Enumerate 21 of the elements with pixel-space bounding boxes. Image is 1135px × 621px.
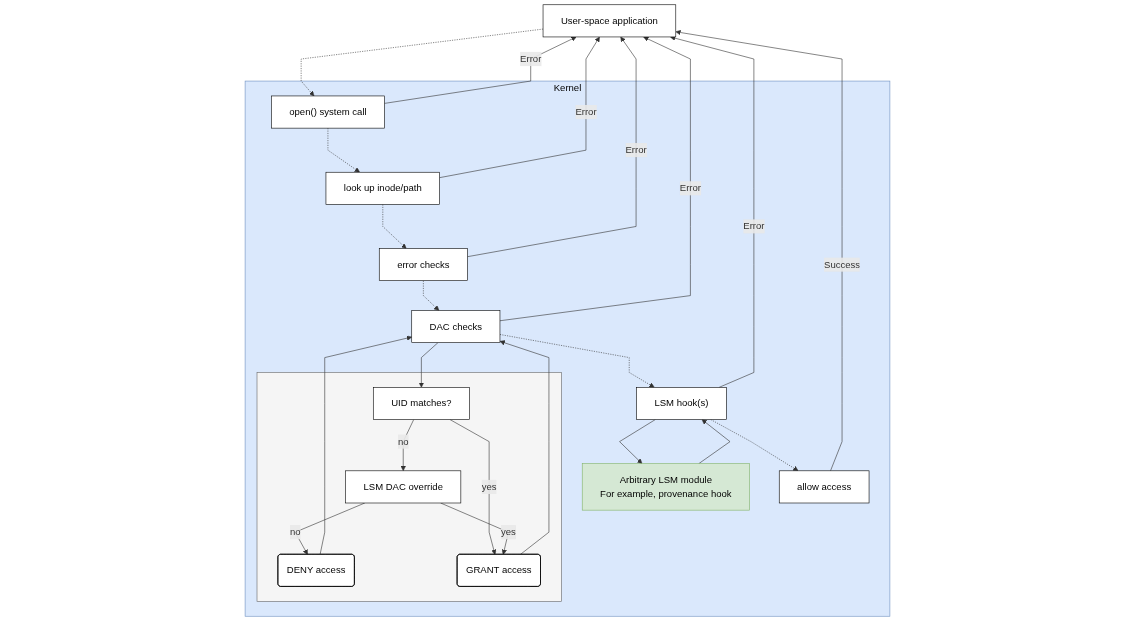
edge-label: Error: [625, 144, 647, 155]
edge-label: Success: [824, 259, 861, 270]
node-box: allow access: [778, 470, 870, 504]
edge-label: yes: [481, 481, 497, 492]
edge-label: no: [289, 526, 301, 537]
node-box: UID matches?: [373, 387, 470, 420]
edge-label: Error: [679, 182, 701, 194]
edge-label: Error: [743, 221, 765, 232]
cluster: [256, 372, 562, 602]
node-box: error checks: [378, 248, 468, 281]
node-box: open() system call: [271, 95, 385, 129]
node-box: User-space application: [542, 4, 677, 38]
edge-label: no: [397, 436, 409, 447]
node-box: Arbitrary LSM module For example, provenance hook: [581, 463, 750, 511]
node-box: LSM hook(s): [636, 387, 727, 420]
edge-label: yes: [501, 526, 516, 537]
edge-label: Error: [520, 53, 542, 64]
edge-label: Error: [575, 106, 597, 117]
node-box: LSM DAC override: [345, 470, 462, 504]
node-box: look up inode/path: [325, 171, 440, 205]
node-box: DAC checks: [411, 310, 501, 343]
